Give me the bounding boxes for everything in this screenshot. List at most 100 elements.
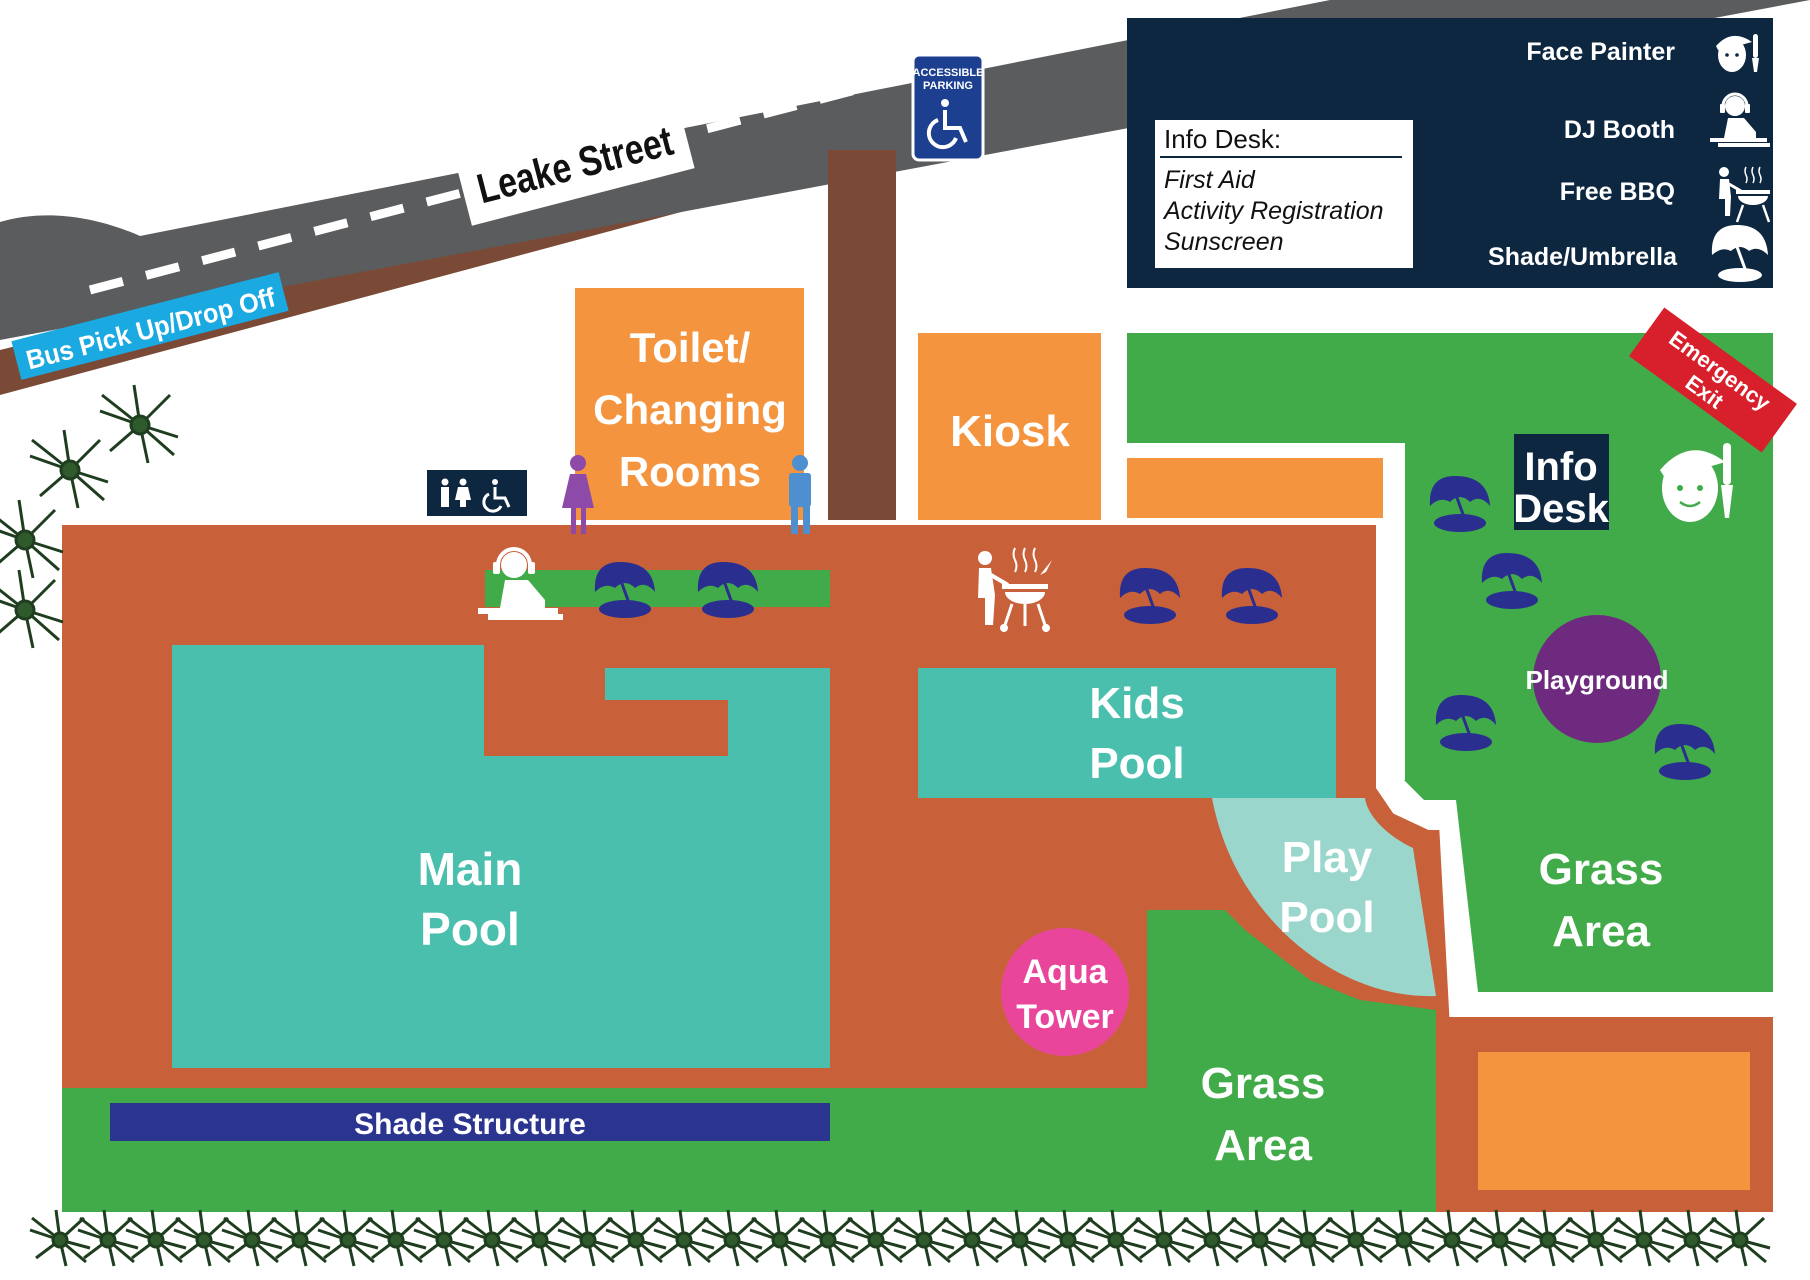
palm-tree bbox=[29, 1209, 91, 1267]
palm-tree bbox=[1709, 1209, 1771, 1267]
toilet-line3: Rooms bbox=[619, 448, 761, 495]
palm-tree bbox=[173, 1209, 235, 1267]
main-pool-line1: Main bbox=[418, 843, 523, 895]
aqua-tower-line2: Tower bbox=[1016, 998, 1114, 1036]
umbrellas bbox=[594, 476, 1715, 780]
umbrella-icon bbox=[594, 562, 655, 618]
umbrella-icon bbox=[1429, 476, 1490, 532]
toilet-line1: Toilet/ bbox=[630, 324, 751, 371]
grass-right-line1: Grass bbox=[1539, 845, 1664, 894]
grass-right-line2: Area bbox=[1552, 907, 1650, 956]
playground bbox=[1533, 615, 1661, 743]
umbrella-icon bbox=[1435, 695, 1496, 751]
legend-info-item: First Aid bbox=[1164, 166, 1256, 194]
umbrella-icon bbox=[1481, 553, 1542, 609]
play-pool-line1: Play bbox=[1282, 833, 1373, 882]
face-painter-icon bbox=[1716, 34, 1759, 72]
umbrella-icon bbox=[1119, 568, 1180, 624]
palm-tree bbox=[1421, 1209, 1483, 1267]
palm-tree bbox=[1277, 1209, 1339, 1267]
palm-tree bbox=[1037, 1209, 1099, 1267]
parking-line2: PARKING bbox=[923, 80, 973, 92]
info-desk-marker bbox=[1514, 434, 1609, 530]
playground-label: Playground bbox=[1525, 665, 1668, 695]
entry-path bbox=[828, 150, 896, 520]
kids-pool-line1: Kids bbox=[1089, 679, 1184, 728]
legend-panel: Info Desk: First Aid Activity Registrati… bbox=[1127, 18, 1773, 288]
toilet-sign bbox=[427, 470, 527, 516]
palm-tree bbox=[893, 1209, 955, 1267]
kiosk-building bbox=[918, 333, 1101, 520]
dj-booth-icon bbox=[1710, 92, 1770, 147]
palm-tree bbox=[461, 1209, 523, 1267]
umbrella-icon bbox=[1654, 724, 1715, 780]
bbq-map-icon bbox=[978, 547, 1052, 632]
legend-info-item: Activity Registration bbox=[1162, 197, 1384, 225]
palm-tree bbox=[797, 1209, 859, 1267]
orange-strip bbox=[1127, 458, 1383, 518]
legend-face-painter: Face Painter bbox=[1526, 38, 1675, 66]
shade-structure-label: Shade Structure bbox=[354, 1108, 586, 1141]
grass-bottom-line1: Grass bbox=[1201, 1059, 1326, 1108]
palm-trees-left bbox=[0, 384, 179, 649]
palm-tree bbox=[1613, 1209, 1675, 1267]
wheelchair-icon bbox=[926, 99, 968, 150]
palm-tree bbox=[77, 1209, 139, 1267]
palm-tree bbox=[1661, 1209, 1723, 1267]
info-desk-box bbox=[1155, 120, 1413, 268]
legend-free-bbq: Free BBQ bbox=[1560, 178, 1675, 206]
palm-tree bbox=[1085, 1209, 1147, 1267]
kiosk-label: Kiosk bbox=[950, 407, 1070, 456]
accessible-parking-sign: ACCESSIBLE PARKING bbox=[911, 53, 985, 162]
palm-tree bbox=[221, 1209, 283, 1267]
palm-tree bbox=[1181, 1209, 1243, 1267]
man-figure bbox=[789, 455, 811, 534]
toilet-building bbox=[575, 288, 804, 520]
palm-tree bbox=[125, 1209, 187, 1267]
main-pool bbox=[172, 645, 830, 1068]
info-desk-line2: Desk bbox=[1513, 487, 1609, 531]
palm-tree bbox=[941, 1209, 1003, 1267]
palm-tree bbox=[1517, 1209, 1579, 1267]
palm-tree bbox=[749, 1209, 811, 1267]
palm-tree bbox=[269, 1209, 331, 1267]
kids-pool bbox=[918, 668, 1336, 798]
toilet-line2: Changing bbox=[593, 386, 787, 433]
palm-tree bbox=[1133, 1209, 1195, 1267]
legend-dj-booth: DJ Booth bbox=[1564, 116, 1675, 144]
shade-structure bbox=[110, 1103, 830, 1141]
palm-tree bbox=[845, 1209, 907, 1267]
kids-pool-line2: Pool bbox=[1089, 739, 1184, 788]
palm-tree bbox=[317, 1209, 379, 1267]
play-pool-line2: Pool bbox=[1279, 893, 1374, 942]
palm-tree bbox=[1229, 1209, 1291, 1267]
palm-tree bbox=[365, 1209, 427, 1267]
palm-tree bbox=[1565, 1209, 1627, 1267]
palm-tree bbox=[989, 1209, 1051, 1267]
toilet-wheelchair-icon bbox=[482, 479, 511, 513]
grass-right bbox=[1127, 333, 1773, 992]
legend-shade-umbrella: Shade/Umbrella bbox=[1488, 243, 1678, 271]
play-pool bbox=[1212, 798, 1436, 997]
orange-area bbox=[1478, 1052, 1750, 1190]
face-painter-map-icon bbox=[1660, 443, 1733, 522]
aqua-tower bbox=[1001, 928, 1129, 1056]
aqua-tower-line1: Aqua bbox=[1023, 953, 1109, 991]
grass-bottom-line2: Area bbox=[1214, 1121, 1312, 1170]
umbrella-legend-icon bbox=[1711, 225, 1768, 282]
palm-trees-bottom bbox=[29, 1209, 1771, 1267]
palm-tree bbox=[557, 1209, 619, 1267]
main-pool-line2: Pool bbox=[420, 903, 520, 955]
palm-tree bbox=[653, 1209, 715, 1267]
legend-info-title: Info Desk: bbox=[1164, 124, 1281, 154]
bbq-icon bbox=[1719, 166, 1771, 223]
palm-tree bbox=[1469, 1209, 1531, 1267]
parking-line1: ACCESSIBLE bbox=[913, 67, 984, 79]
palm-tree bbox=[605, 1209, 667, 1267]
info-desk-line1: Info bbox=[1524, 445, 1597, 489]
legend-info-item: Sunscreen bbox=[1164, 228, 1284, 256]
palm-tree bbox=[509, 1209, 571, 1267]
umbrella-icon bbox=[1221, 568, 1282, 624]
palm-tree bbox=[1325, 1209, 1387, 1267]
